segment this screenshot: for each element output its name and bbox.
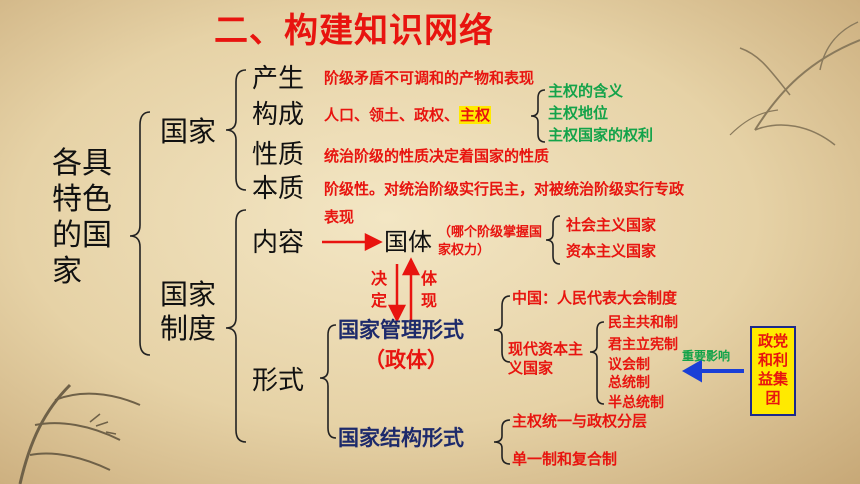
regime-item: 总统制	[608, 375, 650, 391]
state-label: 国家	[160, 115, 217, 148]
content-label: 内容	[252, 228, 305, 258]
composition-text: 人口、领土、政权、	[324, 106, 460, 124]
parties-box: 政党和利益集团	[750, 326, 796, 416]
sovereignty-bracket	[530, 89, 546, 143]
composition-content: 人口、领土、政权、主权	[324, 106, 492, 124]
regime-item: 议会制	[608, 357, 650, 373]
form-bracket	[319, 324, 337, 439]
item-label-nature: 性质	[252, 140, 305, 170]
structure-item: 主权统一与政权分层	[512, 412, 648, 430]
item-label-composition: 构成	[252, 100, 305, 130]
state-bracket	[225, 69, 247, 191]
modern-capitalist: 现代资本主义国家	[508, 340, 584, 377]
management-label: 国家管理形式	[338, 318, 464, 342]
plant-decoration	[729, 21, 860, 146]
regimes-bracket	[589, 321, 605, 405]
regime-item: 君主立宪制	[608, 337, 678, 353]
management-bracket	[493, 295, 511, 363]
item-label-essence: 本质	[252, 174, 305, 204]
guoti-label: 国体	[384, 228, 432, 256]
china-system: 中国：人民代表大会制度	[512, 289, 678, 307]
essence-content: 阶级性。对统治阶级实行民主，对被统治阶级实行专政	[324, 180, 685, 198]
nature-content: 统治阶级的性质决定着国家的性质	[324, 147, 550, 165]
regime-item: 民主共和制	[608, 315, 678, 331]
sovereignty-item: 主权国家的权利	[548, 126, 654, 144]
sovereignty-highlight: 主权	[459, 106, 492, 124]
structure-item: 单一制和复合制	[512, 450, 618, 468]
origin-content: 阶级矛盾不可调和的产物和表现	[324, 69, 535, 87]
form-label: 形式	[252, 366, 305, 396]
reflect-label: 体现	[420, 269, 437, 310]
sovereignty-item: 主权的含义	[548, 82, 624, 100]
system-label: 国家制度	[160, 278, 217, 345]
structure-bracket	[493, 419, 511, 465]
page-title: 二、构建知识网络	[214, 11, 494, 51]
regime-item: 半总统制	[608, 395, 664, 411]
influence-label: 重要影响	[682, 349, 731, 363]
sovereignty-item: 主权地位	[548, 104, 609, 122]
system-bracket	[225, 209, 247, 443]
pine-decoration	[18, 383, 141, 484]
type-item: 资本主义国家	[566, 242, 657, 260]
types-bracket	[545, 215, 561, 265]
decide-label: 决定	[370, 269, 387, 310]
root-bracket	[129, 111, 151, 356]
item-label-origin: 产生	[252, 64, 305, 94]
show-label: 表现	[324, 208, 355, 226]
zhengti-label: （政体）	[364, 348, 448, 372]
type-item: 社会主义国家	[566, 216, 657, 234]
structure-label: 国家结构形式	[338, 426, 464, 450]
guoti-note: （哪个阶级掌握国家权力）	[438, 225, 543, 258]
root-label: 各具特色的国家	[52, 146, 112, 289]
